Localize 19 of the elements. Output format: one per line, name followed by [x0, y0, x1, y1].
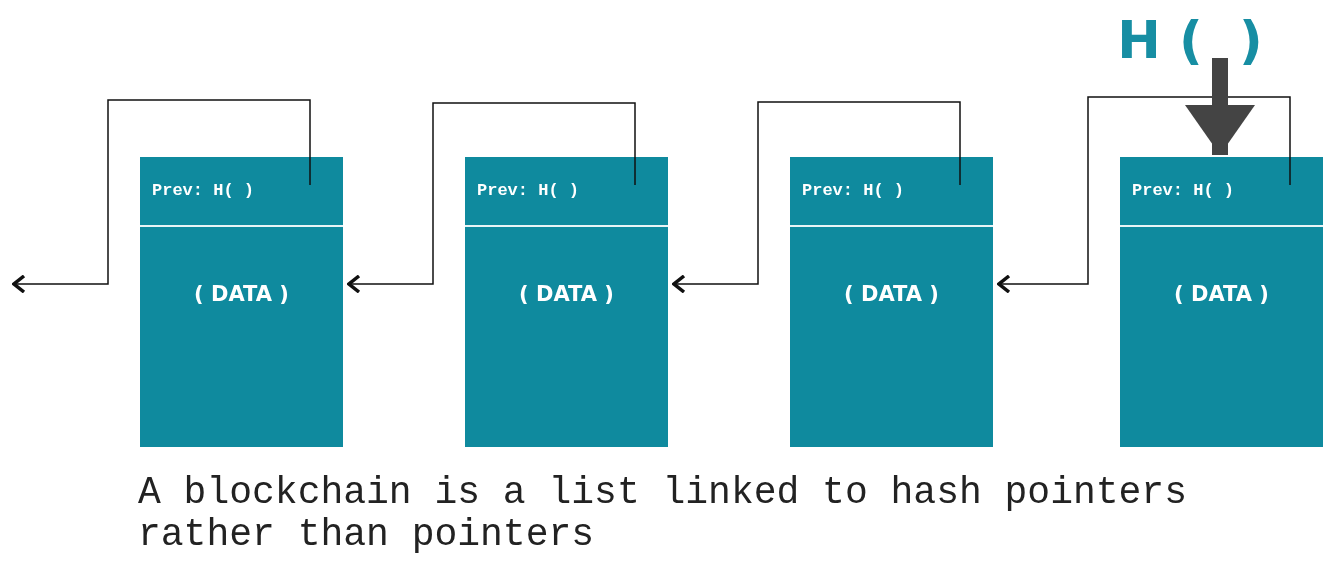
arrow — [672, 101, 961, 294]
prev-hash-label: Prev: H( ) — [1132, 180, 1235, 203]
block-box — [1120, 157, 1323, 447]
block-box — [465, 157, 668, 447]
prev-hash-label: Prev: H( ) — [152, 180, 255, 203]
data-label: ( DATA ) — [194, 281, 289, 308]
data-label: ( DATA ) — [519, 281, 614, 308]
block-box — [790, 157, 993, 447]
prev-hash-label: Prev: H( ) — [477, 180, 580, 203]
block-box — [140, 157, 343, 447]
arrow — [347, 102, 636, 294]
prev-hash-label: Prev: H( ) — [802, 180, 905, 203]
caption: A blockchain is a list linked to hash pointers rather than pointers — [138, 472, 1188, 556]
arrow — [12, 99, 311, 294]
hash-function-label: H ( ) — [1095, 8, 1285, 72]
data-label: ( DATA ) — [844, 281, 939, 308]
data-label: ( DATA ) — [1174, 281, 1269, 308]
arrow — [997, 96, 1291, 294]
arrow — [1185, 58, 1255, 155]
